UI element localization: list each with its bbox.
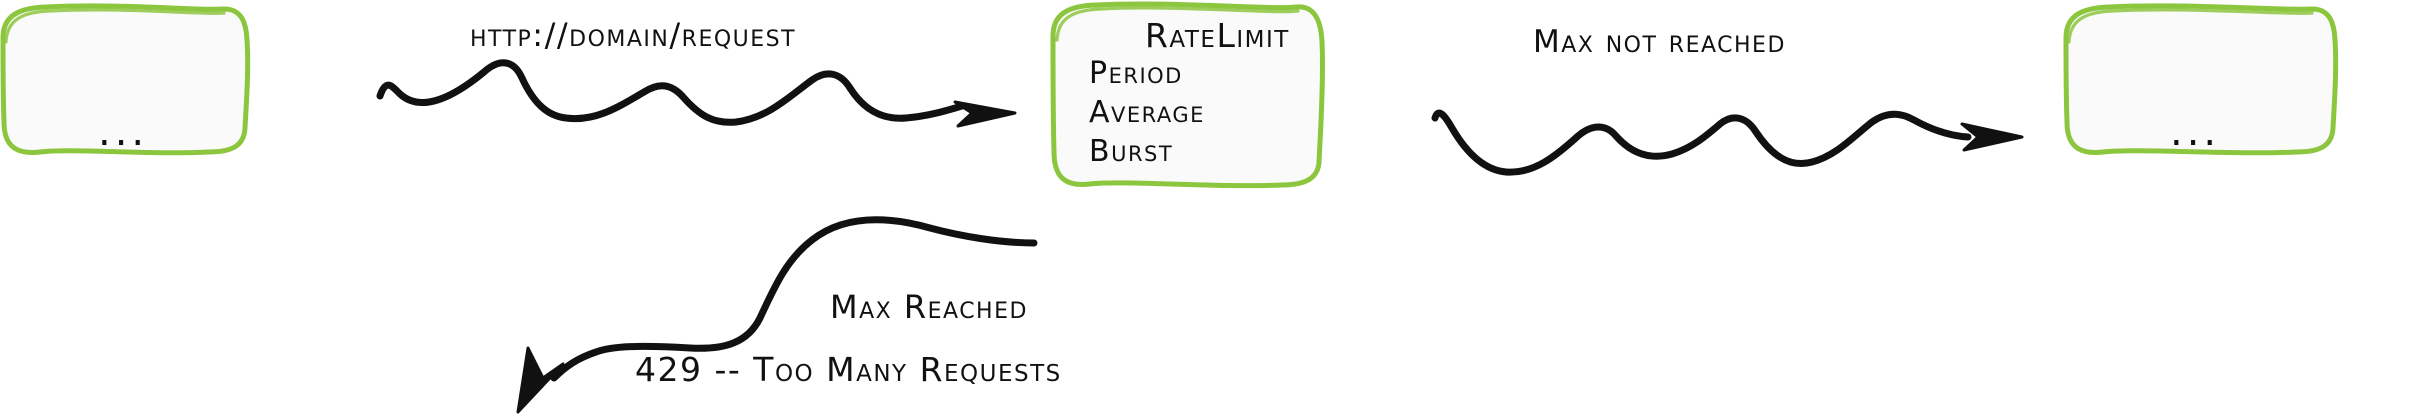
edge-allowed-label: Max not reached	[1533, 24, 1786, 60]
ratelimit-node-title: RateLimit	[1145, 16, 1290, 55]
edge-rejected-label: Max Reached	[830, 288, 1028, 326]
edge-allowed-arrow	[1431, 109, 2024, 176]
ratelimit-node-outline	[1050, 1, 1326, 189]
edge-rejected-arrow	[516, 216, 1038, 414]
ratelimit-field-average: Average	[1089, 95, 1205, 130]
upstream-node-outline	[0, 3, 251, 156]
ratelimit-field-burst: Burst	[1089, 134, 1174, 169]
ratelimit-field-period: Period	[1089, 56, 1183, 91]
downstream-node-label: ...	[2170, 109, 2221, 155]
edge-rejected-sublabel: 429 -- Too Many Requests	[635, 350, 1062, 389]
edge-request-arrow	[376, 59, 1017, 128]
downstream-node-outline	[2063, 3, 2339, 156]
edge-request-label: http://domain/request	[470, 16, 797, 54]
upstream-node-label: ...	[98, 109, 149, 155]
